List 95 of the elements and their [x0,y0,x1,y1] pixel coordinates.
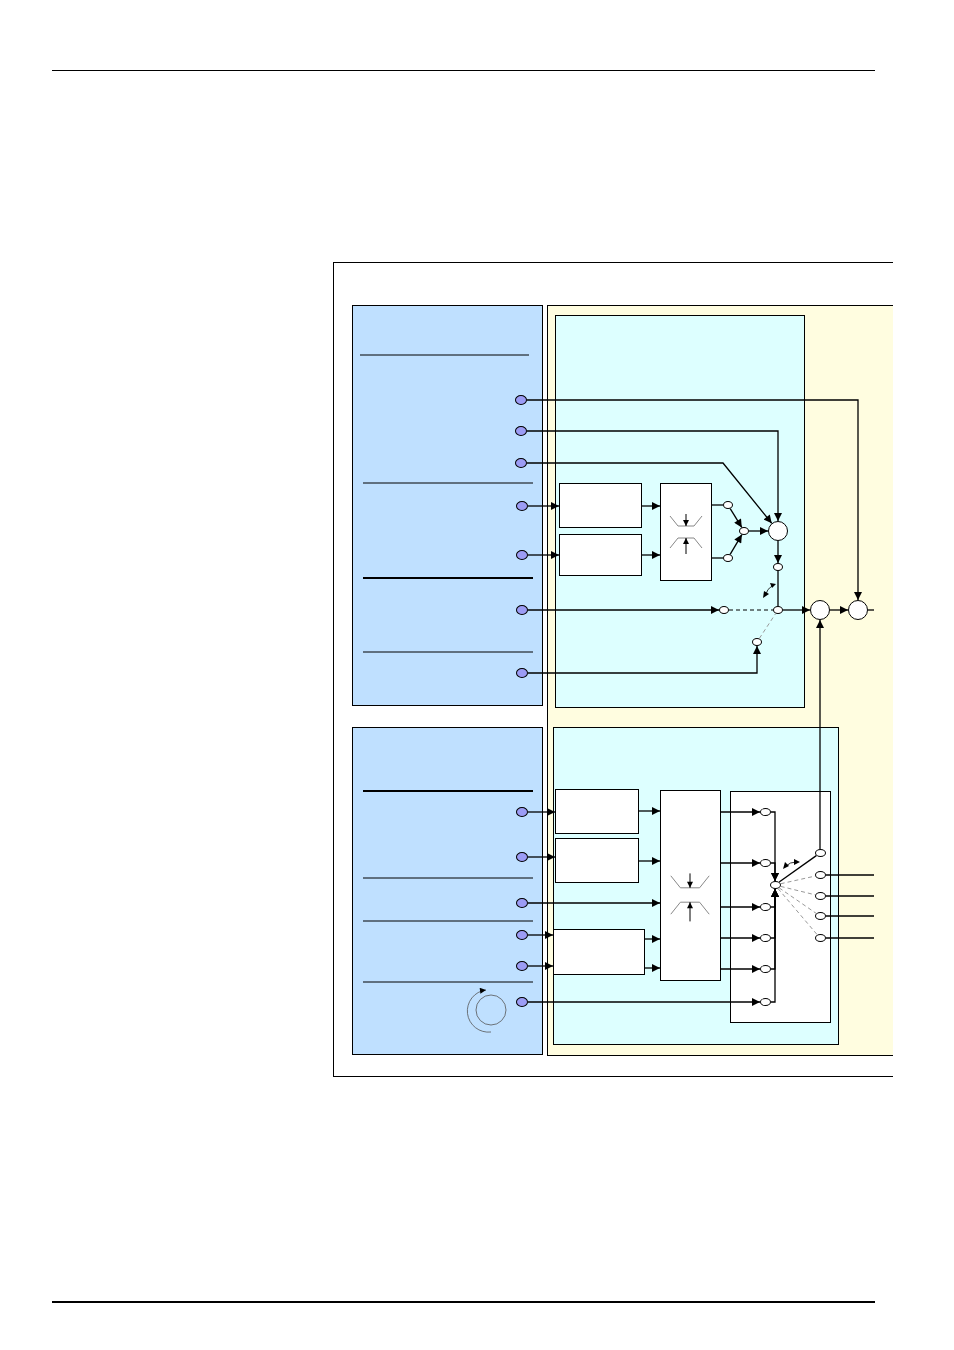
connector-line [867,609,875,611]
input-port [516,550,528,560]
connector-line [778,854,817,883]
input-port [516,997,528,1007]
arrow [527,551,560,559]
switch-contact [815,849,826,857]
signal-block [554,929,645,975]
signal-block [559,534,642,576]
arrow [829,606,849,614]
input-port [516,501,528,511]
connector-line [777,570,779,607]
summing-junction [848,600,868,620]
switch-contact [773,606,783,614]
arrow [729,533,743,556]
arrow [638,807,661,815]
input-port [516,668,528,678]
input-panel [352,727,543,1055]
input-port [516,852,528,862]
arrow [527,931,554,939]
arrow [526,462,773,524]
connector-line [825,937,875,939]
input-port [516,961,528,971]
arrow [729,507,743,529]
arrow [644,964,661,972]
connector-line [825,915,875,917]
connector-line [758,613,777,639]
arrow [644,935,661,943]
summing-junction [768,521,788,541]
switch-contact [723,501,733,509]
module-panel [553,727,839,1045]
switch-contact [760,965,771,973]
switch-contact [739,527,749,535]
switch-contact [815,871,826,879]
connector-line [825,895,875,897]
connector-line [778,887,817,914]
arrow [770,862,779,882]
arrow [816,619,824,850]
signal-block [555,789,639,834]
arrow [720,859,761,867]
switch-contact [760,808,771,816]
input-port [516,930,528,940]
connector-line [825,874,875,876]
input-port [516,807,528,817]
arrow [527,502,560,510]
switch-contact [760,859,771,867]
arrow [527,998,761,1006]
arrow [527,606,720,614]
arrow [527,853,556,861]
arrow [774,540,782,564]
arrow [526,399,862,601]
module-panel [555,315,805,708]
arrow [527,962,554,970]
signal-block [555,838,639,883]
arrow [720,965,761,973]
switch-contact [760,903,771,911]
input-port [516,605,528,615]
switch-contact [723,554,733,562]
diagram-frame [333,262,893,1077]
arrow [526,430,782,522]
arrow [641,551,661,559]
connector-line [711,504,724,506]
filter-block [660,483,712,581]
switch-contact [760,934,771,942]
switch-contact [760,998,771,1006]
arrow [641,502,661,510]
arrow [527,808,556,816]
summing-junction [810,600,830,620]
arrow [782,606,811,614]
signal-block [559,483,642,528]
switch-contact [815,934,826,942]
arrow [770,888,779,1003]
arrow [527,645,761,674]
input-port [516,898,528,908]
arrow [720,903,761,911]
input-port [515,458,527,468]
input-panel [352,305,543,706]
selector-panel [730,791,831,1023]
input-port [515,426,527,436]
system-panel [547,305,893,1056]
switch-contact [773,563,783,571]
connector-line [711,557,724,559]
switch-contact [752,638,762,646]
switch-contact [815,912,826,920]
arrow [720,934,761,942]
input-port [515,395,527,405]
switch-contact [815,892,826,900]
arrow [638,857,661,865]
connector-line [728,609,774,611]
connector-line [777,888,818,936]
switch-contact [770,881,781,889]
arrow [748,527,769,535]
filter-block [660,790,721,981]
switch-contact [719,606,729,614]
arrow [720,808,761,816]
arrow [527,899,661,907]
